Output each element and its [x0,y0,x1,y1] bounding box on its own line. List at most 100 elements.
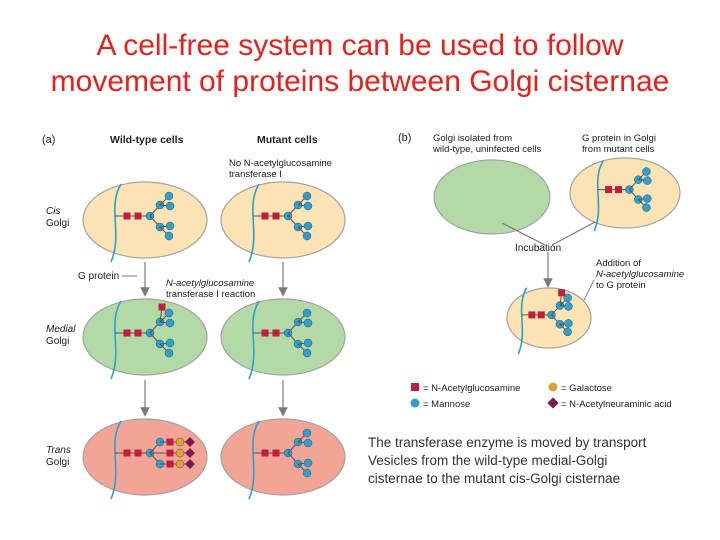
neuraminic-diamond [185,448,195,458]
flow-arrows-panel-a [140,262,288,417]
galactose-circle [175,448,185,458]
mannose-circle [302,191,312,201]
panel-b-label: (b) [398,132,411,144]
addition-line-3: to G protein [596,280,646,291]
legend-mannose-label: = Mannose [423,399,470,410]
glcnac-square [166,438,174,446]
medial-label: Medial [46,324,76,335]
medial-golgi-wild-type [82,298,208,376]
mannose-circle [165,338,175,348]
caption: The transferase enzyme is moved by trans… [368,434,713,488]
mannose-circle [643,194,652,203]
membrane-protein [248,300,260,380]
reaction-line-1: N-acetylglucosamine [166,278,254,289]
glcnac-square [528,311,536,319]
membrane-protein [110,420,122,500]
glcnac-square [134,449,142,457]
mannose-circle [563,293,572,303]
mannose-circle [303,201,313,211]
legend-neuraminic-swatch [547,397,559,409]
neuraminic-diamond [185,437,195,447]
mannose-circle [165,201,175,211]
caption-line-2-text: Vesicles from the wild-type medial-Golgi [368,453,608,468]
mutant-golgi-line-1: G protein in Golgi [582,133,656,144]
isolated-golgi-line-2: wild-type, uninfected cells [432,144,541,155]
mannose-circle [164,231,174,241]
legend-galactose-label: = Galactose [561,383,612,394]
medial-golgi-label: Golgi [46,336,69,347]
membrane-protein [248,420,260,500]
trans-golgi-wild-type [82,418,208,496]
mutant-golgi-vesicle [569,157,681,229]
panel-a-label: (a) [42,134,55,146]
glcnac-square [272,212,280,220]
legend-glcnac-swatch [411,383,419,391]
legend: = N-Acetylglucosamine = Galactose = Mann… [410,382,672,410]
neuraminic-diamond [185,459,195,469]
glcnac-square [615,186,622,194]
membrane-protein [593,160,604,232]
glcnac-square [272,449,280,457]
glycoprotein-drawings [110,160,652,500]
legend-galactose-swatch [548,382,558,392]
glcnac-square [134,329,142,337]
mutant-note-line-1: No N-acetylglucosamine [229,158,332,169]
reaction-line-2: transferase I reaction [166,289,255,300]
mannose-circle [302,428,312,438]
galactose-circle [175,437,185,447]
membrane-protein [110,183,122,263]
medial-golgi-mutant [220,298,346,376]
caption-line-3: cisternae to the mutant cis-Golgi cister… [368,471,621,486]
glcnac-square [261,449,269,457]
caption-line-1: The transferase enzyme is moved by trans… [368,435,647,450]
mannose-circle [165,318,175,328]
addition-line-1: Addition of [596,258,641,269]
glcnac-square [158,303,166,311]
addition-line-2: N-acetylglucosamine [596,269,684,280]
mannose-circle [303,338,313,348]
g-protein-label: G protein [78,271,119,282]
mannose-circle [165,221,175,231]
glcnac-square [261,212,269,220]
caption-line-2: Vesicles from the wild-type medial-Golgi [368,452,713,470]
glcnac-square [134,212,142,220]
cis-golgi-wild-type [82,181,208,259]
incubation-label: Incubation [515,243,561,254]
arrow-right-merge [551,221,596,246]
glcnac-square [123,329,131,337]
title-line-1: A cell-free system can be used to follow [96,29,624,62]
mannose-circle [302,468,312,478]
membrane-protein [110,300,122,380]
glcnac-square [166,449,174,457]
mannose-circle [164,348,174,358]
mannose-circle [564,302,573,311]
mutant-header: Mutant cells [257,134,318,146]
mannose-circle [303,221,313,231]
trans-golgi-label: Golgi [46,457,69,468]
mannose-circle [302,231,312,241]
mannose-circle [643,176,652,185]
mannose-circle [642,167,651,176]
trans-golgi-mutant [220,418,346,496]
glcnac-square [123,212,131,220]
mannose-circle [302,308,312,318]
glcnac-square [261,329,269,337]
arrow-left-merge [501,222,546,246]
isolated-golgi-line-1: Golgi isolated from [433,133,512,144]
mannose-circle [303,438,313,448]
mannose-circle [164,191,174,201]
glcnac-square [605,186,613,194]
incubation-arrows [501,221,596,288]
mannose-circle [642,203,651,212]
glcnac-square [272,329,280,337]
cis-golgi-label: Golgi [46,218,69,229]
galactose-circle [175,459,185,469]
wild-type-golgi-vesicle [433,159,551,235]
mannose-circle [563,327,572,337]
mannose-circle [303,318,313,328]
legend-mannose-swatch [410,398,420,408]
glcnac-square [558,289,566,297]
cis-label: Cis [46,206,60,217]
mutant-note-line-2: transferase I [229,169,282,180]
